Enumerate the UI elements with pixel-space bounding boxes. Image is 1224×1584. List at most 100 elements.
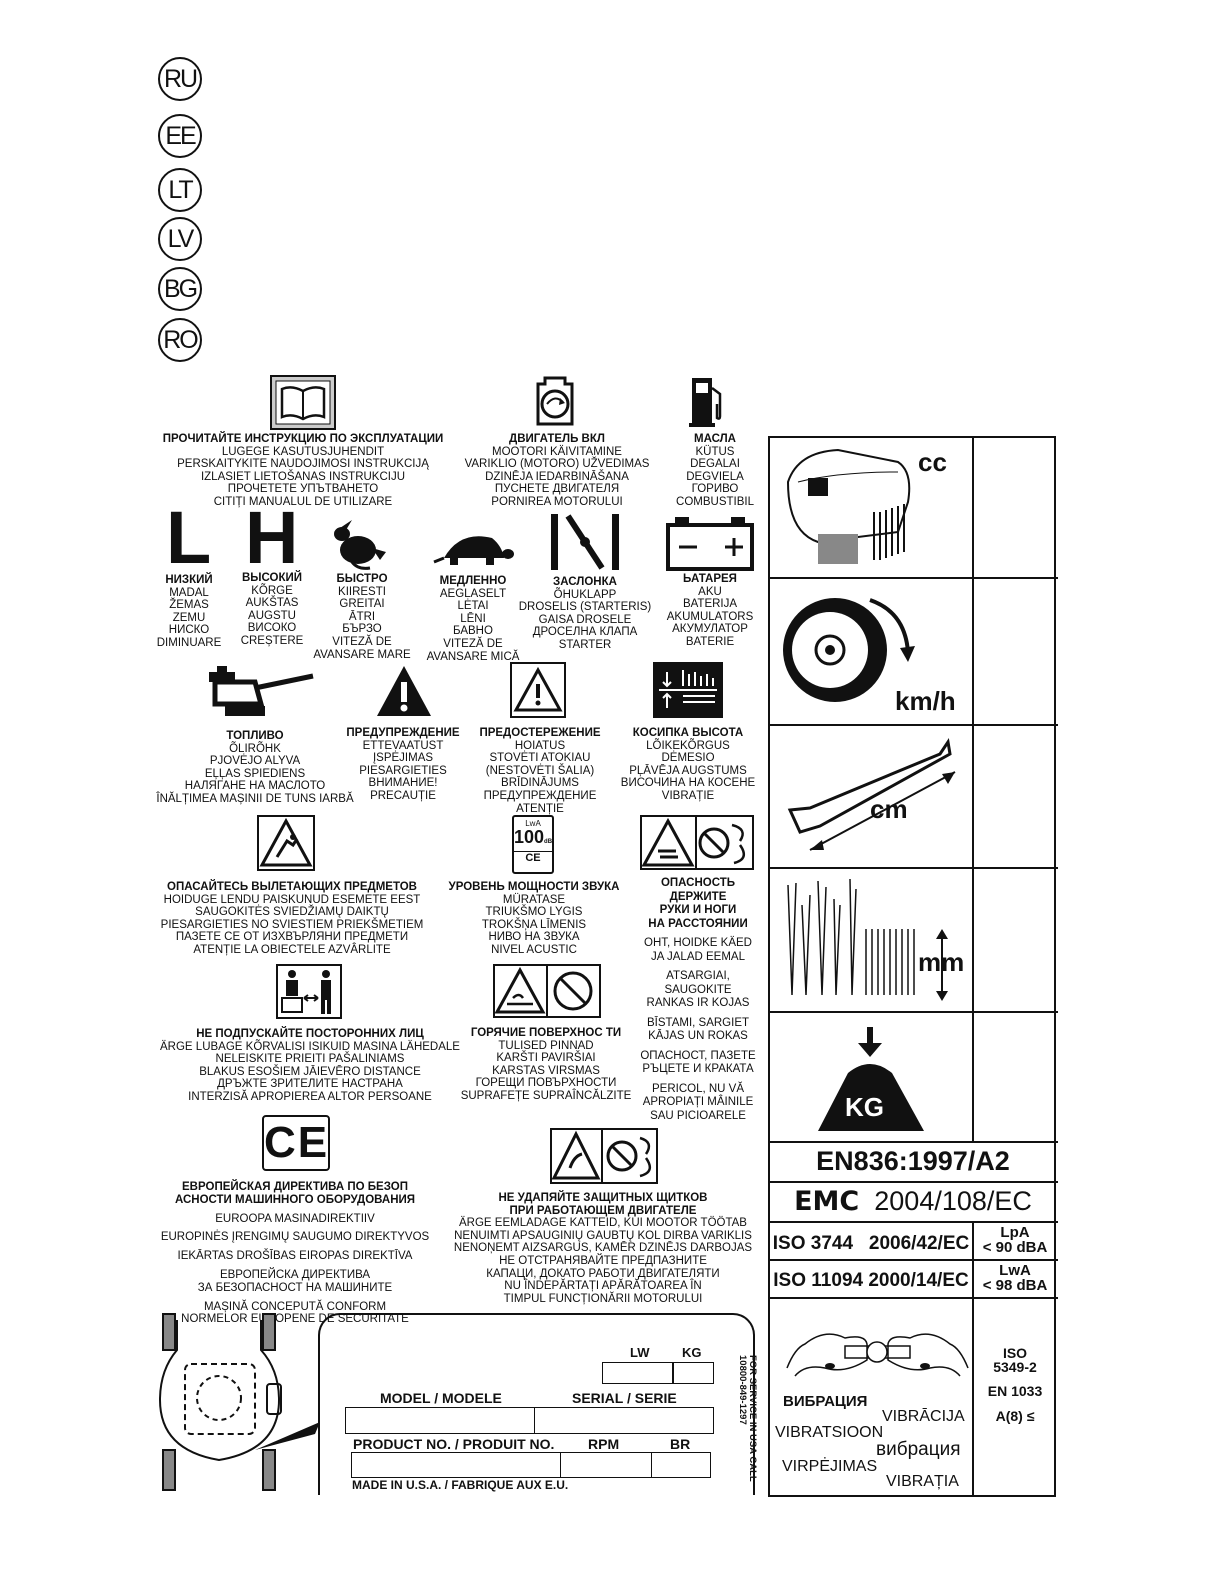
block-line: ГОРИВО <box>691 483 739 496</box>
service-phone: 10800-849-1297 <box>737 1355 748 1425</box>
block-heading: НЕ УДАПЯЙТЕ ЗАЩИТНЫХ ЩИТКОВ <box>498 1192 708 1204</box>
block-line: AUKŠTAS <box>245 597 299 610</box>
lpa-value: LpA< 90 dBA <box>975 1225 1055 1255</box>
mower-top-view-icon <box>158 1313 320 1491</box>
block-line: DĖMESIO <box>661 752 715 765</box>
block-line: MÜRATASE <box>502 893 566 906</box>
block-line: ПУСНЕТЕ ДВИГАТЕЛЯ <box>494 483 620 496</box>
serial-field <box>534 1407 714 1434</box>
hands-feet-danger-icon <box>640 815 754 870</box>
block-line: PRECAUȚIE <box>370 789 436 802</box>
block-line: ŽEMAS <box>169 599 209 612</box>
lang-ro-badge: RO <box>158 318 202 362</box>
block-line: NU ÎNDEPĂRTAȚI APĂRĂTOAREA ÎN <box>504 1280 702 1293</box>
block-line: SAUGOKITE <box>664 983 732 996</box>
row-divider <box>768 1259 1058 1261</box>
block-line: BLAKUS ESOŠIEM JĀIEVĒRO DISTANCE <box>199 1065 421 1078</box>
block-heading: ГОРЯЧИЕ ПОВЕРХНОС ТИ <box>470 1027 622 1039</box>
block-line: DZINĒJA IEDARBINĀŠANA <box>485 470 629 483</box>
block-heading: ЬАТАРЕЯ <box>683 573 737 585</box>
ce-mark-icon: CE <box>262 1115 330 1171</box>
block-heading: ПРОЧИТАЙТЕ ИНСТРУКЦИЮ ПО ЭКСПЛУАТАЦИИ <box>162 433 444 445</box>
rabbit-icon <box>334 520 386 570</box>
block-line: NORMELOR EUROPENE DE SECURITATE <box>181 1313 409 1326</box>
block-line: НЕ ОТСТРАНЯВАЙТЕ ПРЕДПАЗНИТЕ <box>499 1254 707 1267</box>
block-line: ЗА БЕЗОПАСНОСТ НА МАШИНИТЕ <box>197 1281 393 1294</box>
block-line: PJOVĖJO ALYVA <box>209 755 301 768</box>
block-line: SAU PICIOARELE <box>650 1109 746 1122</box>
lang-ru-badge: RU <box>158 57 202 101</box>
block-heading: НИЗКИЙ <box>165 574 213 586</box>
block-line: ПРОЧЕТЕТЕ УПЪТВАНЕТО <box>227 483 379 496</box>
lw-kg-field <box>602 1362 714 1384</box>
block-line: BATERIJA <box>682 598 738 611</box>
low-letter-icon: L <box>166 496 212 579</box>
block-line: LĖTAI <box>457 600 489 613</box>
cutting-height-icon <box>653 662 723 718</box>
emc-bold-text: EMC <box>794 1186 860 1217</box>
block-heading: НЕ ПОДПУСКАЙТЕ ПОСТОРОННИХ ЛИЦ <box>196 1028 424 1040</box>
kg-label: KG <box>845 1092 884 1122</box>
row-divider <box>768 1297 1058 1299</box>
row-divider <box>768 867 1058 869</box>
block-line: TRIUKŠMO LYGIS <box>485 906 583 919</box>
block-heading: ВЫСОКИЙ <box>241 572 303 584</box>
block-line: AUGSTU <box>248 609 296 622</box>
engine-start-icon <box>536 376 574 426</box>
model-label: MODEL / MODELE <box>380 1390 502 1406</box>
block-line: MADAL <box>169 586 209 599</box>
lpa-label: LpA <box>1000 1224 1030 1241</box>
block-line: GAISA DROSELE <box>538 613 632 626</box>
block-line: ПАЗЕТЕ СЕ ОТ ИЗХВЪРЛЯНИ ПРЕДМЕТИ <box>175 931 409 944</box>
block-line: ÕLIRÕHK <box>229 742 281 755</box>
en836-standard: EN836:1997/A2 <box>816 1146 1010 1176</box>
fuel-pump-icon <box>689 378 722 427</box>
warning-triangle-icon <box>377 666 431 716</box>
block-line: IZLASIET LIETOŠANAS INSTRUKCIJU <box>200 470 406 483</box>
iso-number: 5349-2 <box>993 1359 1037 1375</box>
block-line: INTERZISĂ APROPIEREA ALTOR PERSOANE <box>188 1090 432 1103</box>
block-line: LÕIKEKÕRGUS <box>646 739 730 752</box>
block-heading: ПРИ РАБОТАЮЩЕМ ДВИГАТЕЛЕ <box>509 1204 697 1217</box>
en1033-standard: EN 1033 <box>987 1383 1043 1399</box>
block-line: PIESARGIETIES <box>359 764 447 777</box>
block-heading: МАСЛА <box>694 433 736 445</box>
block-line: КАПАЦИ, ДОКАТО РАБОТИ ДВИГАТЕЛЯТИ <box>486 1267 720 1280</box>
vibration-ee: VIBRATSIOON <box>775 1424 884 1441</box>
block-line: KÜTUS <box>695 445 735 458</box>
block-line: KARŠTI PAVIRŠIAI <box>496 1052 596 1065</box>
block-line: TROKŠŅA LĪMENIS <box>481 918 587 931</box>
product-no-field <box>351 1452 561 1478</box>
block-line: OHT, HOIDKE KÄED <box>644 937 752 949</box>
vibration-lv: VIBRĀCIJA <box>882 1408 965 1425</box>
block-line: ATENȚIE LA OBIECTELE AZVÂRLITE <box>193 943 391 956</box>
lwa-value: LwA< 98 dBA <box>975 1263 1055 1293</box>
serial-label: SERIAL / SERIE <box>572 1390 677 1406</box>
lpa-limit: < 90 dBA <box>982 1239 1048 1256</box>
block-line: HOIATUS <box>514 739 566 752</box>
keep-bystanders-away-icon <box>276 964 342 1019</box>
block-line: SUPRAFEȚE SUPRAÎNCĂLZITE <box>460 1089 632 1102</box>
wheel-speed-icon <box>783 598 915 702</box>
row-divider <box>768 1181 1058 1183</box>
block-line: MOOTORI KÄIVITAMINE <box>492 445 622 458</box>
block-line: EĻĻAS SPIEDIENS <box>204 767 306 780</box>
choke-icon <box>551 514 619 570</box>
block-heading: ЗАСЛОНКА <box>553 576 617 588</box>
lang-lv-badge: LV <box>158 217 202 261</box>
block-line: COMBUSTIBIL <box>676 495 754 508</box>
turtle-icon <box>433 536 514 565</box>
engine-displacement-icon <box>786 448 911 564</box>
block-line: БЪРЗО <box>342 623 382 636</box>
lang-bg-badge: BG <box>158 267 202 311</box>
lang-lt-badge: LT <box>158 168 202 212</box>
